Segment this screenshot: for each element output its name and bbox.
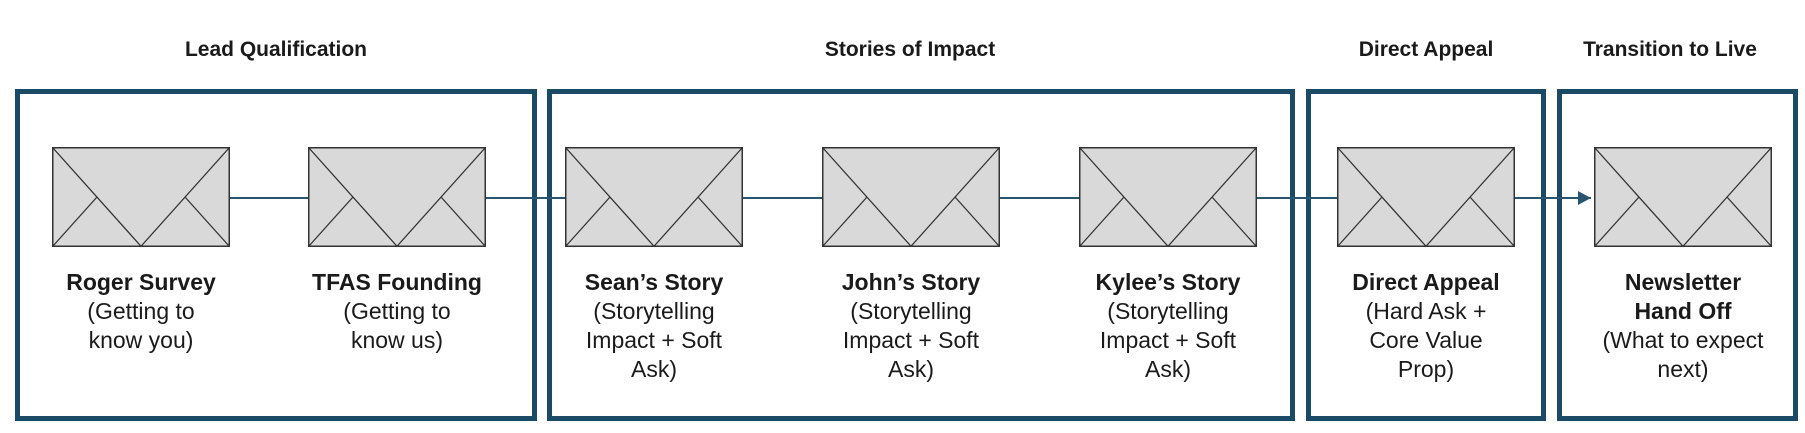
email-description: (Storytelling Impact + Soft Ask) [1099,298,1237,382]
group-box-lead-qualification [15,89,537,421]
email-label-roger-survey: Roger Survey (Getting to know you) [41,268,241,355]
group-box-direct-appeal [1306,89,1546,421]
email-name: Roger Survey [66,269,216,295]
envelope-icon [822,147,1000,247]
email-description: (What to expect next) [1602,327,1764,382]
group-title-stories-of-impact: Stories of Impact [824,38,996,61]
email-description: (Hard Ask + Core Value Prop) [1365,298,1487,382]
email-label-direct-appeal: Direct Appeal (Hard Ask + Core Value Pro… [1326,268,1526,384]
email-name: John’s Story [841,269,981,295]
email-label-johns-story: John’s Story (Storytelling Impact + Soft… [811,268,1011,384]
email-description: (Getting to know you) [87,298,195,353]
email-description: (Storytelling Impact + Soft Ask) [842,298,980,382]
email-label-kylees-story: Kylee’s Story (Storytelling Impact + Sof… [1068,268,1268,384]
email-name: Direct Appeal [1352,269,1500,295]
envelope-icon [1594,147,1772,247]
envelope-icon [1079,147,1257,247]
envelope-icon [308,147,486,247]
email-name: TFAS Founding [312,269,482,295]
envelope-icon [52,147,230,247]
group-box-stories-of-impact [547,89,1295,421]
email-name: Newsletter Hand Off [1624,269,1742,324]
email-name: Kylee’s Story [1095,269,1241,295]
group-title-transition-to-live: Transition to Live [1583,38,1757,61]
envelope-icon [565,147,743,247]
email-label-tfas-founding: TFAS Founding (Getting to know us) [297,268,497,355]
email-description: (Getting to know us) [343,298,451,353]
flow-arrowhead-icon [1578,191,1591,205]
group-box-transition-to-live [1557,89,1798,421]
envelope-icon [1337,147,1515,247]
email-description: (Storytelling Impact + Soft Ask) [585,298,723,382]
email-label-newsletter-hand-off: Newsletter Hand Off (What to expect next… [1583,268,1783,384]
group-title-direct-appeal: Direct Appeal [1358,38,1494,61]
email-label-seans-story: Sean’s Story (Storytelling Impact + Soft… [554,268,754,384]
email-name: Sean’s Story [584,269,724,295]
group-title-lead-qualification: Lead Qualification [184,38,368,61]
